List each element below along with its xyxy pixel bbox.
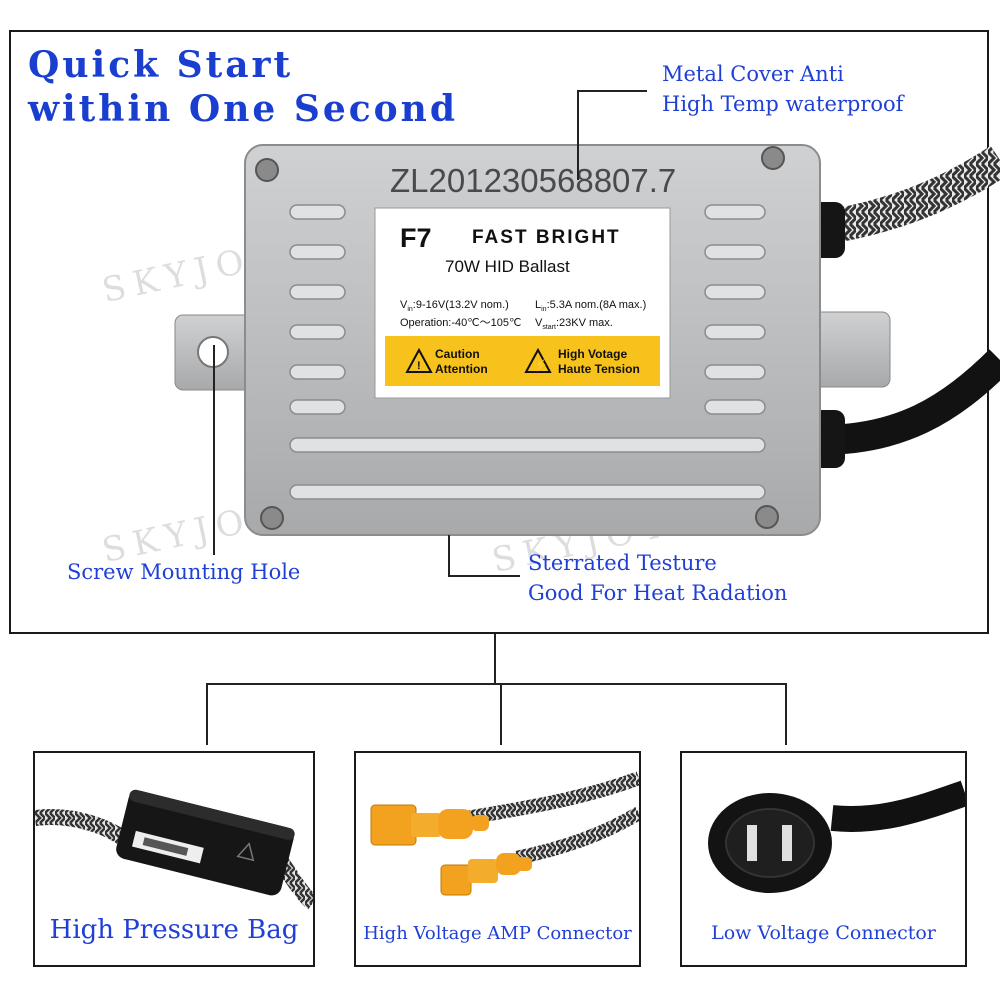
- metal-cover-leader-h: [577, 90, 647, 92]
- spec-vstart-value: :23KV max.: [556, 317, 613, 329]
- svg-text:Vstart:23KV max.: Vstart:23KV max.: [535, 317, 613, 331]
- warning-haute-tension: Haute Tension: [558, 362, 640, 376]
- spec-iin: L: [535, 299, 541, 311]
- tree-trunk: [494, 634, 496, 684]
- metal-cover-leader-v: [577, 90, 579, 180]
- tree-bar: [206, 683, 787, 685]
- panel-caption-low-voltage-connector: Low Voltage Connector: [711, 922, 936, 944]
- screw-hole-callout: Screw Mounting Hole: [67, 560, 301, 584]
- svg-text:⚡: ⚡: [534, 359, 548, 372]
- spec-vin-sub: in: [407, 306, 413, 313]
- svg-text:Lin:5.3A nom.(8A max.): Lin:5.3A nom.(8A max.): [535, 299, 646, 313]
- warning-caution: Caution: [435, 347, 480, 361]
- serrated-leader-v: [448, 535, 450, 577]
- spec-iin-value: :5.3A nom.(8A max.): [547, 299, 647, 311]
- amp-connector-image: [370, 771, 639, 896]
- serial-number: ZL201230568807.7: [390, 162, 676, 199]
- tree-branch-right: [785, 683, 787, 745]
- label-product: 70W HID Ballast: [445, 257, 570, 276]
- warning-attention: Attention: [435, 362, 488, 376]
- spec-vstart-sub: start: [542, 324, 556, 331]
- caution-icon: [405, 347, 433, 373]
- spec-vstart: V: [535, 317, 543, 329]
- headline-line1: Quick Start: [28, 44, 294, 86]
- svg-text:!: !: [417, 360, 421, 372]
- panel-caption-amp-connector: High Voltage AMP Connector: [363, 923, 632, 944]
- spec-vin: V: [400, 299, 408, 311]
- panel-caption-high-pressure-bag: High Pressure Bag: [49, 915, 299, 945]
- high-voltage-icon: [524, 347, 552, 373]
- tree-branch-left: [206, 683, 208, 745]
- serrated-callout-line1: Sterrated Testure: [528, 551, 717, 575]
- headline-line2: within One Second: [28, 88, 459, 130]
- black-cable: [819, 349, 1000, 455]
- warning-high-voltage: High Votage: [558, 347, 627, 361]
- spec-iin-sub: in: [541, 306, 547, 313]
- spec-vin-value: :9-16V(13.2V nom.): [413, 299, 509, 311]
- low-voltage-connector-image: [708, 780, 965, 893]
- metal-cover-callout-line2: High Temp waterproof: [662, 92, 904, 116]
- hid-ballast-image: ZL201230568807.7 F7 FAST BRIGHT 70W HID …: [174, 144, 1000, 536]
- svg-text:Vin:9-16V(13.2V nom.): Vin:9-16V(13.2V nom.): [400, 299, 509, 313]
- serrated-leader-h: [448, 575, 520, 577]
- metal-cover-callout-line1: Metal Cover Anti: [662, 62, 844, 86]
- serrated-callout-line2: Good For Heat Radation: [528, 581, 788, 605]
- label-brand: FAST BRIGHT: [472, 227, 621, 248]
- label-model: F7: [400, 223, 432, 253]
- spec-operation: Operation:-40℃～105℃: [400, 317, 521, 329]
- pressure-bag-image: [35, 789, 313, 910]
- screw-hole-leader: [213, 345, 215, 555]
- warning-strip: [385, 336, 660, 386]
- tree-branch-middle: [500, 683, 502, 745]
